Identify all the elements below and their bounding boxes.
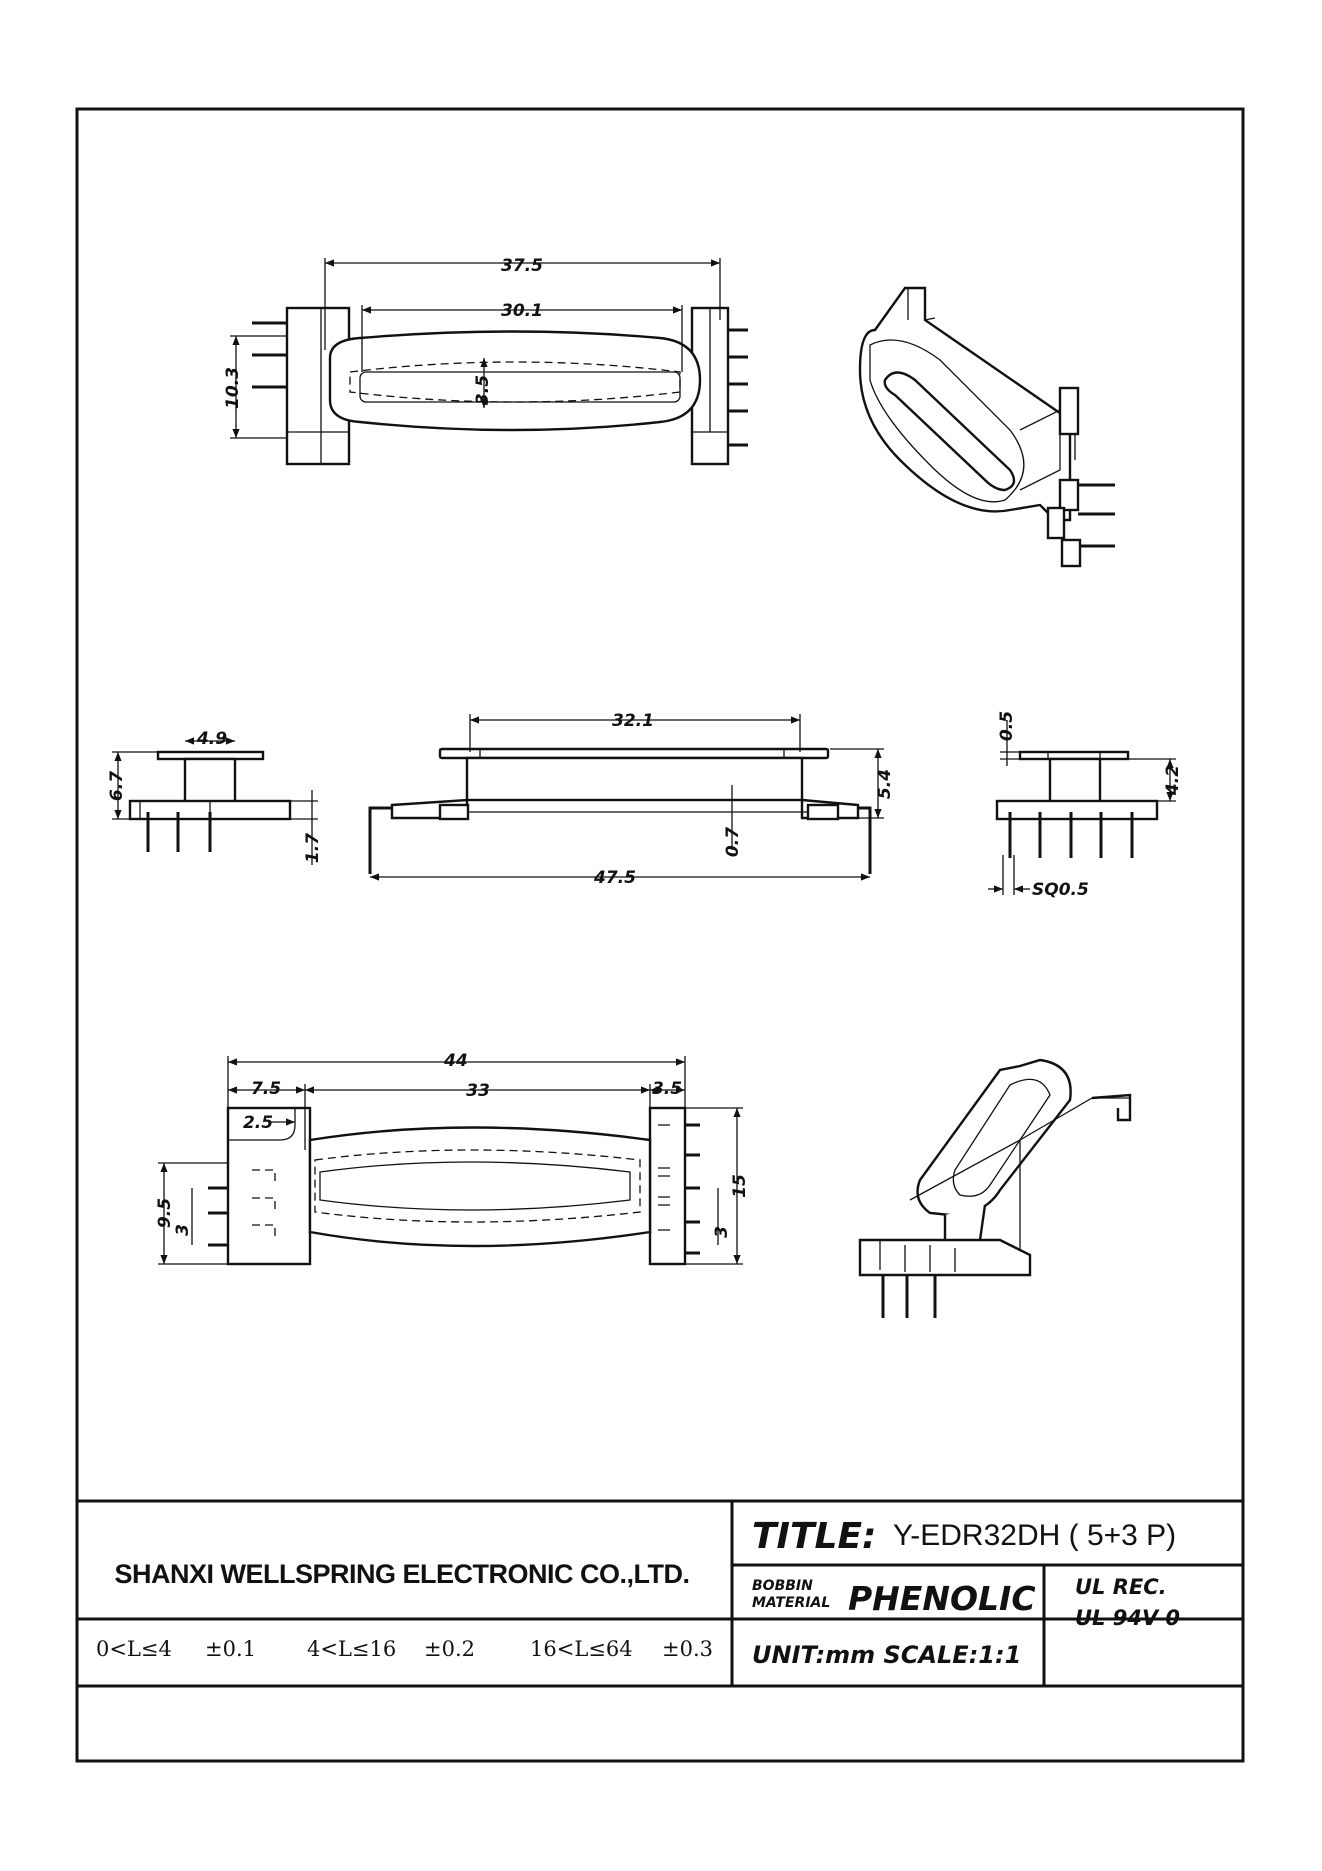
- dim-left-flange: 7.5: [251, 1079, 281, 1099]
- dim-overall-length: 37.5: [501, 256, 543, 276]
- material-label-2: MATERIAL: [752, 1595, 830, 1611]
- dim-height: 10.3: [223, 367, 243, 409]
- front-view: 32.1 5.4 0.7 47.5: [368, 711, 895, 888]
- ul-label: UL REC.: [1075, 1575, 1167, 1599]
- tol-value-2: ±0.2: [424, 1637, 475, 1661]
- dim-left-step: 2.5: [243, 1113, 273, 1133]
- dim-center-length: 33: [466, 1081, 490, 1101]
- title-value: Y-EDR32DH ( 5+3 P): [893, 1519, 1176, 1552]
- drawing-border: [75, 107, 1245, 1763]
- dim-pin-span: 9.5: [155, 1198, 175, 1228]
- isometric-view-bottom: [858, 1058, 1132, 1318]
- dim-front-height: 5.4: [875, 769, 895, 799]
- company-name: SHANXI WELLSPRING ELECTRONIC CO.,LTD.: [115, 1559, 690, 1589]
- ul-value: UL 94V-0: [1075, 1606, 1180, 1630]
- tol-range-2: 4<L≤16: [307, 1637, 396, 1661]
- material-label-1: BOBBIN: [752, 1578, 813, 1594]
- title-label: TITLE:: [752, 1516, 876, 1557]
- dim-top-thickness: 0.5: [997, 711, 1017, 741]
- dim-right-span: 15: [730, 1174, 750, 1198]
- tol-value-1: ±0.1: [205, 1637, 256, 1661]
- unit-scale: UNIT:mm SCALE:1:1: [752, 1641, 1021, 1669]
- title-block: SHANXI WELLSPRING ELECTRONIC CO.,LTD. TI…: [77, 1499, 1243, 1688]
- dim-top-length: 32.1: [612, 711, 654, 731]
- tol-range-3: 16<L≤64: [530, 1637, 633, 1661]
- dim-right-flange: 3.5: [652, 1079, 682, 1099]
- isometric-view-top: [858, 286, 1115, 568]
- dim-window-length: 30.1: [501, 301, 543, 321]
- dim-front-length: 47.5: [593, 868, 636, 888]
- bottom-view: 44 7.5 33 3.5 2.5 9.5 3 15 3: [155, 1051, 750, 1266]
- dim-left-pitch: 3: [173, 1224, 193, 1236]
- dim-right-height: 4.2: [1163, 765, 1183, 796]
- tol-value-3: ±0.3: [662, 1637, 713, 1661]
- material-value: PHENOLIC: [848, 1579, 1036, 1618]
- dim-pin-length: 1.7: [303, 833, 323, 863]
- top-view: 37.5 30.1 3.5 10.3: [223, 256, 748, 466]
- dim-pin-square: SQ0.5: [1032, 880, 1089, 900]
- dim-right-pitch: 3: [712, 1226, 732, 1238]
- dim-side-height: 6.7: [107, 771, 127, 801]
- dim-bottom-overall: 44: [443, 1051, 468, 1071]
- tol-range-1: 0<L≤4: [96, 1637, 172, 1661]
- dim-side-width: 4.9: [196, 729, 227, 749]
- side-left-view: 4.9 6.7 1.7: [107, 729, 323, 865]
- dim-window-width: 3.5: [473, 375, 493, 405]
- dim-flange: 0.7: [723, 827, 743, 857]
- side-right-view: 0.5 4.2 SQ0.5: [988, 711, 1183, 900]
